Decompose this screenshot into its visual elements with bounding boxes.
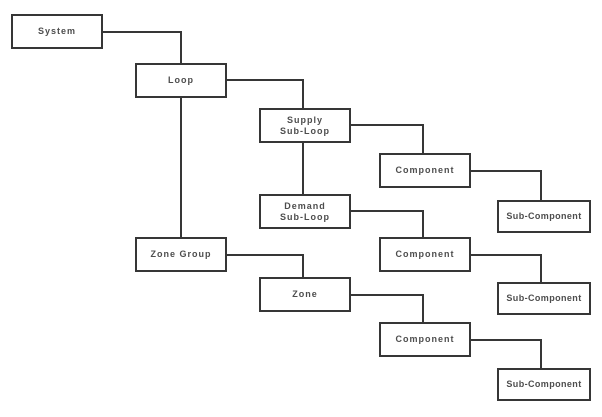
connector-system-loop-vertical <box>180 31 182 65</box>
connector-supply-sub-loop-demand-sub-loop-vertical <box>302 140 304 196</box>
node-component-supply: Component <box>379 153 471 188</box>
node-supply-sub-loop: Supply Sub-Loop <box>259 108 351 143</box>
node-component-demand-label: Component <box>395 249 455 259</box>
node-demand-sub-loop-label: Demand Sub-Loop <box>280 200 330 222</box>
node-zone: Zone <box>259 277 351 312</box>
connector-supply-sub-loop-component-horizontal <box>348 124 424 126</box>
node-zone-group: Zone Group <box>135 237 227 272</box>
connector-component-zone-sub-component-horizontal <box>468 339 542 341</box>
connector-loop-supply-sub-loop-vertical <box>302 79 304 110</box>
connector-component-supply-sub-component-horizontal <box>468 170 542 172</box>
connector-zone-component-horizontal <box>348 294 424 296</box>
connector-demand-sub-loop-component-horizontal <box>348 210 424 212</box>
node-loop-label: Loop <box>168 75 194 85</box>
node-system-label: System <box>37 26 77 36</box>
connector-loop-zone-group-vertical <box>180 95 182 239</box>
node-component-demand: Component <box>379 237 471 272</box>
node-zone-label: Zone <box>292 289 318 299</box>
connector-component-zone-sub-component-vertical <box>540 339 542 370</box>
node-supply-sub-loop-label: Supply Sub-Loop <box>280 114 330 136</box>
connector-zone-group-zone-horizontal <box>224 254 304 256</box>
connector-system-loop-horizontal <box>100 31 182 33</box>
connector-demand-sub-loop-component-vertical <box>422 210 424 239</box>
node-sub-component-demand-label: Sub-Component <box>506 293 582 303</box>
node-sub-component-zone: Sub-Component <box>497 368 591 401</box>
connector-component-supply-sub-component-vertical <box>540 170 542 202</box>
connector-zone-component-vertical <box>422 294 424 324</box>
node-sub-component-zone-label: Sub-Component <box>506 379 582 389</box>
connector-component-demand-sub-component-vertical <box>540 254 542 284</box>
node-sub-component-supply: Sub-Component <box>497 200 591 233</box>
node-system: System <box>11 14 103 49</box>
node-demand-sub-loop: Demand Sub-Loop <box>259 194 351 229</box>
node-component-supply-label: Component <box>395 165 455 175</box>
node-zone-group-label: Zone Group <box>150 249 212 259</box>
connector-loop-supply-sub-loop-horizontal <box>224 79 304 81</box>
node-sub-component-supply-label: Sub-Component <box>506 211 582 221</box>
node-component-zone: Component <box>379 322 471 357</box>
node-component-zone-label: Component <box>395 334 455 344</box>
connector-supply-sub-loop-component-vertical <box>422 124 424 155</box>
node-sub-component-demand: Sub-Component <box>497 282 591 315</box>
node-loop: Loop <box>135 63 227 98</box>
connector-component-demand-sub-component-horizontal <box>468 254 542 256</box>
connector-zone-group-zone-vertical <box>302 254 304 279</box>
